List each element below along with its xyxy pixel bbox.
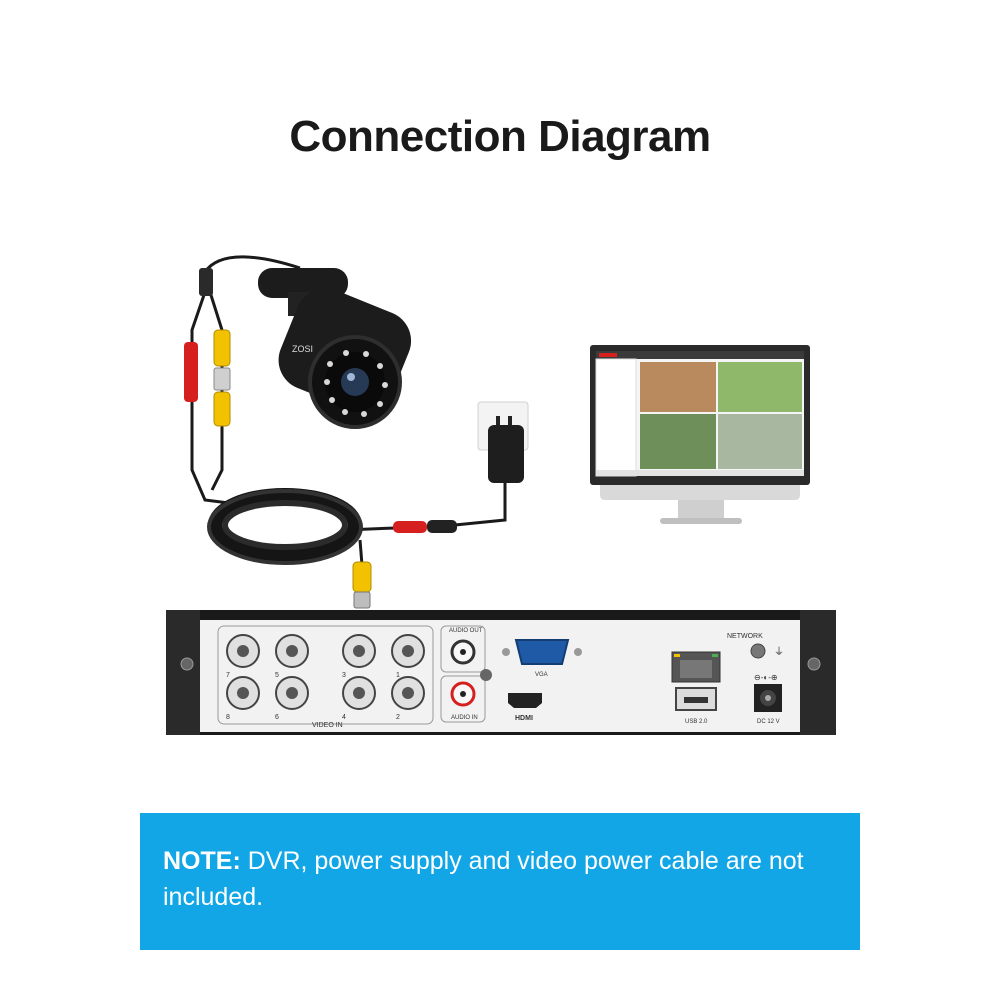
ground-screw xyxy=(750,643,766,659)
note-banner: NOTE: DVR, power supply and video power … xyxy=(140,813,860,950)
note-body: DVR, power supply and video power cable … xyxy=(163,847,804,911)
port-label-5: 5 xyxy=(275,672,279,679)
port-label-8: 8 xyxy=(226,714,230,721)
vga-port xyxy=(514,639,570,665)
dc-label: DC 12 V xyxy=(757,719,780,725)
camera-brand: ZOSI xyxy=(292,344,313,354)
usb-label: USB 2.0 xyxy=(685,719,708,725)
bullet-camera: ZOSI xyxy=(258,268,412,429)
cable-splitter xyxy=(199,268,213,296)
video-in-label: VIDEO IN xyxy=(312,722,343,729)
bnc-port-group xyxy=(226,634,425,710)
camera-cable xyxy=(203,255,301,273)
port-label-1: 1 xyxy=(396,672,400,679)
dc-polarity-icon: ⊖-◐-⊕ xyxy=(754,673,778,682)
dc-connector-icon xyxy=(427,520,457,533)
computer-monitor xyxy=(590,345,810,524)
audio-out-label: AUDIO OUT xyxy=(449,628,483,634)
hdmi-port xyxy=(508,693,542,708)
network-label: NETWORK xyxy=(727,633,763,640)
port-label-4: 4 xyxy=(342,714,346,721)
hdmi-label: HDMI xyxy=(515,715,533,722)
video-branch-cable xyxy=(208,291,224,491)
power-adapter xyxy=(477,401,529,483)
adapter-cable xyxy=(454,470,507,527)
dvr-bnc-connector-icon xyxy=(352,561,372,593)
cable-coil xyxy=(207,488,363,565)
port-label-7: 7 xyxy=(226,672,230,679)
note-text: NOTE: DVR, power supply and video power … xyxy=(163,843,853,915)
dvr-bnc-connector-icon xyxy=(353,591,371,609)
red-dc-plug-icon xyxy=(184,342,198,402)
vga-label: VGA xyxy=(535,672,548,678)
power-branch-cable xyxy=(190,291,246,507)
port-label-2: 2 xyxy=(396,714,400,721)
audio-in-label: AUDIO IN xyxy=(451,715,478,721)
yellow-bnc-connector-icon xyxy=(213,391,231,427)
yellow-bnc-connector-icon xyxy=(213,329,231,367)
port-label-3: 3 xyxy=(342,672,346,679)
dvr-rear-panel: 7 5 3 1 8 6 4 2 VIDEO IN AUDIO OUT AUDIO… xyxy=(166,610,836,735)
port-label-6: 6 xyxy=(275,714,279,721)
page-title: Connection Diagram xyxy=(289,112,711,161)
coil-to-bnc-cable xyxy=(358,539,364,566)
note-label: NOTE: xyxy=(163,847,241,875)
dc-connector-icon xyxy=(393,521,427,533)
ground-symbol-icon: ⏚ xyxy=(774,646,784,658)
bnc-coupler-icon xyxy=(213,367,231,391)
